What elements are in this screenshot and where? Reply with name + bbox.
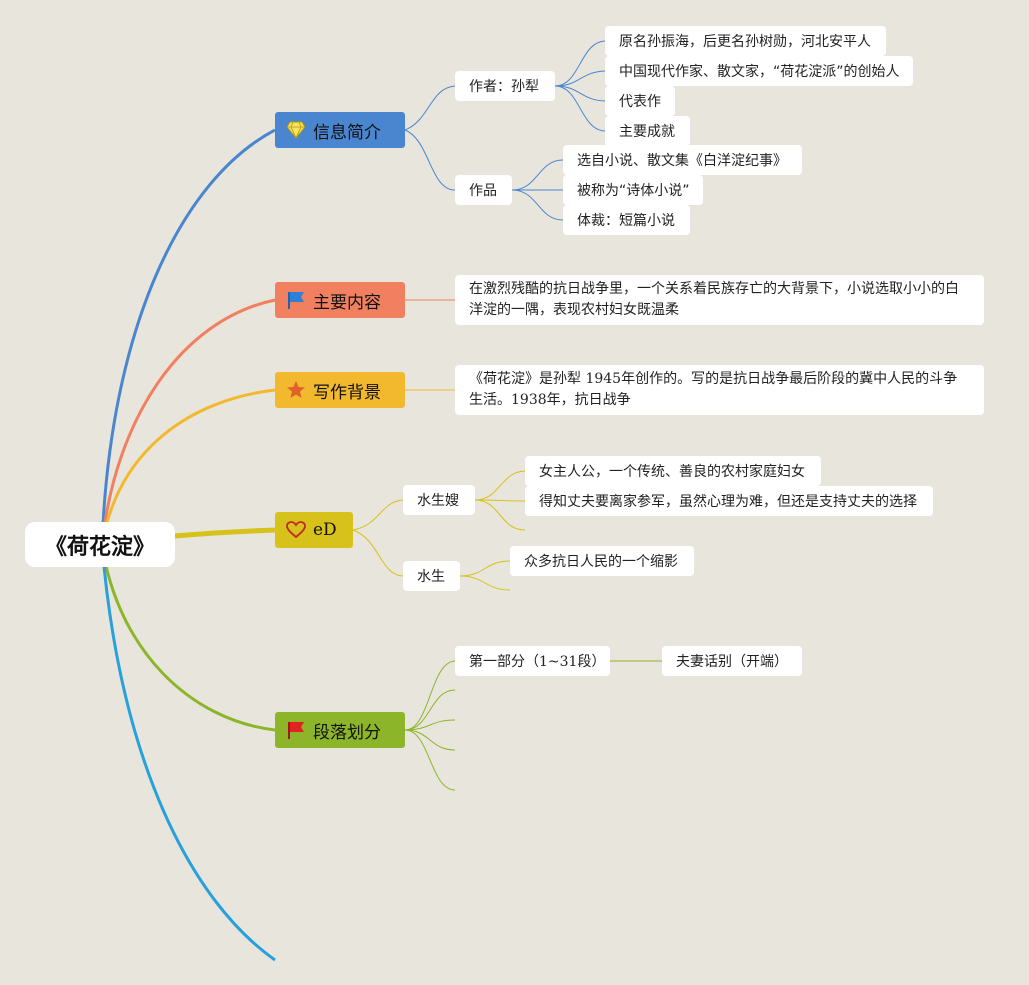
list-item[interactable]: 原名孙振海，后更名孙树勋，河北安平人 (605, 26, 886, 56)
branch-characters[interactable]: eD (275, 512, 353, 548)
branch-background[interactable]: 写作背景 (275, 372, 405, 408)
branch-content-label: 主要内容 (313, 292, 381, 313)
list-item[interactable]: 得知丈夫要离家参军，虽然心理为难，但还是支持丈夫的选择 (525, 486, 933, 516)
branch-paragraphs[interactable]: 段落划分 (275, 712, 405, 748)
red-flag-icon (285, 720, 307, 740)
branch-background-label: 写作背景 (313, 382, 381, 403)
gem-icon (285, 121, 307, 139)
paragraph-part-1-summary[interactable]: 夫妻话别（开端） (662, 646, 802, 676)
branch-characters-label: eD (313, 520, 337, 540)
content-text-node[interactable]: 在激烈残酷的抗日战争里，一个关系着民族存亡的大背景下，小说选取小小的白洋淀的一隅… (455, 275, 984, 325)
root-title: 《荷花淀》 (44, 534, 155, 560)
branch-content[interactable]: 主要内容 (275, 282, 405, 318)
list-item[interactable]: 体裁：短篇小说 (563, 205, 690, 235)
list-item[interactable]: 选自小说、散文集《白洋淀纪事》 (563, 145, 802, 175)
list-item[interactable]: 众多抗日人民的一个缩影 (510, 546, 694, 576)
blue-flag-icon (285, 290, 307, 310)
heart-icon (285, 521, 307, 539)
info-author-node[interactable]: 作者：孙犁 (455, 71, 555, 101)
info-works-node[interactable]: 作品 (455, 175, 512, 205)
list-item[interactable]: 女主人公，一个传统、善良的农村家庭妇女 (525, 456, 821, 486)
character-shuisheng-sao[interactable]: 水生嫂 (403, 485, 475, 515)
root-topic[interactable]: 《荷花淀》 (25, 522, 175, 567)
list-item[interactable]: 中国现代作家、散文家，“荷花淀派”的创始人 (605, 56, 913, 86)
branch-info-label: 信息简介 (313, 122, 381, 143)
paragraph-part-1[interactable]: 第一部分（1~31段） (455, 646, 610, 676)
star-icon (285, 380, 307, 400)
list-item[interactable]: 主要成就 (605, 116, 690, 146)
branch-info[interactable]: 信息简介 (275, 112, 405, 148)
character-shuisheng[interactable]: 水生 (403, 561, 460, 591)
branch-paragraphs-label: 段落划分 (313, 722, 381, 743)
list-item[interactable]: 代表作 (605, 86, 675, 116)
list-item[interactable]: 被称为“诗体小说” (563, 175, 703, 205)
background-text-node[interactable]: 《荷花淀》是孙犁 1945年创作的。写的是抗日战争最后阶段的冀中人民的斗争生活。… (455, 365, 984, 415)
